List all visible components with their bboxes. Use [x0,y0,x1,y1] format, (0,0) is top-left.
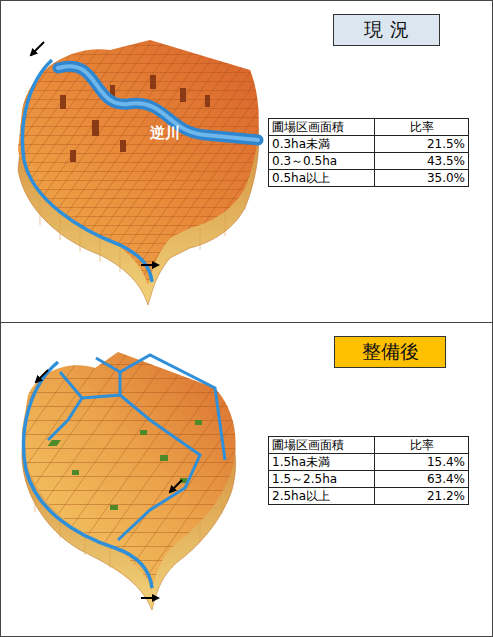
table-cell: 0.3～0.5ha [268,152,375,170]
table-cell: 35.0% [374,169,469,187]
table-cell: 0.5ha以上 [268,169,375,187]
box-title: 整備後 [362,339,419,365]
table-cell: 1.5～2.5ha [268,470,375,488]
table-header: 比率 [374,436,469,454]
river-name: 逆川 [150,124,180,143]
table-cell: 2.5ha以上 [268,487,375,505]
table-cell: 63.4% [374,470,469,488]
table-header: 圃場区画面積 [268,436,375,454]
table-header: 圃場区画面積 [268,118,375,136]
table-header: 比率 [374,118,469,136]
table-cell: 15.4% [374,453,469,471]
map-current [18,40,259,305]
map-after [22,352,236,610]
title-box: 整備後 [334,336,446,368]
box-title: 現 況 [364,17,408,43]
table-cell: 0.3ha未満 [268,135,375,153]
title-box: 現 況 [333,14,440,46]
table-cell: 1.5ha未満 [268,453,375,471]
table-cell: 43.5% [374,152,469,170]
table-cell: 21.2% [374,487,469,505]
table-cell: 21.5% [374,135,469,153]
